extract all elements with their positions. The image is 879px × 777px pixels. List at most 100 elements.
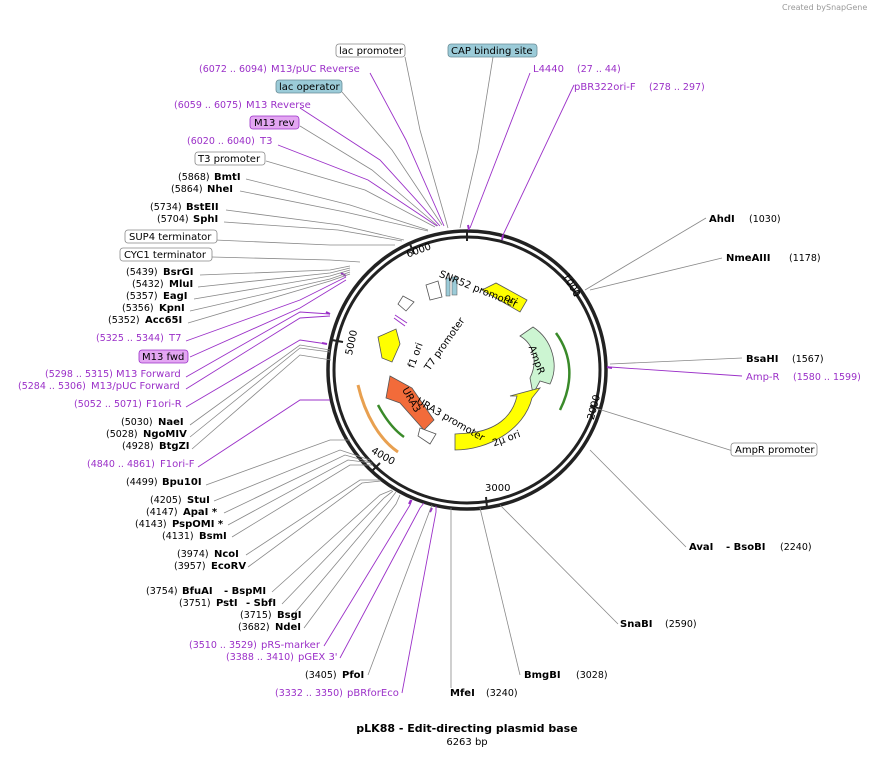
primer-t3-range: (6020 .. 6040) xyxy=(187,136,255,147)
primer-pgex3-name: pGEX 3' xyxy=(298,652,338,663)
primer-t7-range: (5325 .. 5344) xyxy=(96,333,164,344)
site-bfuai-pos: (3754) xyxy=(146,586,178,597)
site-apai-name: ApaI * xyxy=(183,507,218,518)
site-btgzi-name: BtgZI xyxy=(159,441,190,452)
ori-arrow xyxy=(481,282,528,313)
credit-created-by: Created by xyxy=(782,3,826,12)
primer-pbr322ori-f-name: pBR322ori-F xyxy=(574,82,636,93)
leader-lines xyxy=(185,56,743,694)
cap-site-label: CAP binding site xyxy=(451,46,533,57)
site-sbfi-name: - SbfI xyxy=(246,598,276,609)
site-ncoi-pos: (3974) xyxy=(177,549,209,560)
site-bspmi-name: - BspMI xyxy=(224,586,266,597)
tick-marks xyxy=(331,231,602,509)
site-bsrgi-name: BsrGI xyxy=(163,267,193,278)
m13-fwd-box xyxy=(138,349,189,364)
credit-brand: SnapGene xyxy=(826,3,867,12)
site-bfuai-name: BfuAI xyxy=(182,586,213,597)
site-eagi-pos: (5357) xyxy=(126,291,158,302)
site-pfoi-pos: (3405) xyxy=(305,670,337,681)
primer-f1ori-f-range: (4840 .. 4861) xyxy=(87,459,155,470)
site-pspomi-pos: (4143) xyxy=(135,519,167,530)
site-ahdi-name: AhdI xyxy=(709,214,735,225)
map-subtitle: 6263 bp xyxy=(446,737,487,748)
f1-ori-arrow xyxy=(377,328,401,363)
primer-m13-reverse-range: (6059 .. 6075) xyxy=(174,100,242,111)
t3-promoter-label: T3 promoter xyxy=(197,154,261,165)
t7-promoter-arrow xyxy=(397,295,415,312)
site-acc65i-pos: (5352) xyxy=(108,315,140,326)
lac-operator-label: lac operator xyxy=(279,82,340,93)
site-ndei-name: NdeI xyxy=(275,622,301,633)
m13-rev-label: M13 rev xyxy=(254,118,295,129)
primer-l4440-range: (27 .. 44) xyxy=(577,64,621,75)
site-bsobi-name: - BsoBI xyxy=(726,542,765,553)
cyc1-label: CYC1 terminator xyxy=(124,250,207,261)
site-ecorv-pos: (3957) xyxy=(174,561,206,572)
primer-t3-name: T3 xyxy=(259,136,272,147)
primer-l4440-name: L4440 xyxy=(533,64,564,75)
site-ncoi-name: NcoI xyxy=(214,549,239,560)
site-bsahi-pos: (1567) xyxy=(792,354,824,365)
site-sphi-pos: (5704) xyxy=(157,214,189,225)
primer-m13puc-fwd-range: (5284 .. 5306) xyxy=(18,381,86,392)
ampr-promoter-box xyxy=(730,442,818,457)
site-mfei-name: MfeI xyxy=(450,688,475,699)
site-naei-name: NaeI xyxy=(158,417,184,428)
m13-rev-box xyxy=(249,115,300,130)
site-bsteii-pos: (5734) xyxy=(150,202,182,213)
site-ecorv-name: EcoRV xyxy=(211,561,246,572)
t3-promoter-box xyxy=(194,151,266,166)
site-apai-pos: (4147) xyxy=(146,507,178,518)
site-bsgi-pos: (3715) xyxy=(240,610,272,621)
site-nmeaiii-pos: (1178) xyxy=(789,253,821,264)
ura3-promoter-arrow xyxy=(417,427,437,445)
primer-pbrforeco-name: pBRforEco xyxy=(347,688,399,699)
cap-site-box xyxy=(447,43,538,58)
primer-amp-r-range: (1580 .. 1599) xyxy=(793,372,861,383)
site-kpni-pos: (5356) xyxy=(122,303,154,314)
site-nmeaiii-name: NmeAIII xyxy=(726,253,770,264)
m13-fwd-mark xyxy=(394,314,408,324)
site-bmti-pos: (5868) xyxy=(178,172,210,183)
t7-promoter-label: T7 promoter xyxy=(422,315,468,374)
cap-site-mark xyxy=(451,276,458,296)
primer-m13puc-fwd-name: M13/pUC Forward xyxy=(91,381,180,392)
site-snabi-name: SnaBI xyxy=(620,619,652,630)
site-eagi-name: EagI xyxy=(163,291,187,302)
cyc1-box xyxy=(119,247,213,262)
lac-promoter-box xyxy=(335,43,406,58)
site-stui-name: StuI xyxy=(187,495,210,506)
primer-m13puc-rev-name: M13/pUC Reverse xyxy=(271,64,360,75)
site-nhei-pos: (5864) xyxy=(171,184,203,195)
primer-pgex3-range: (3388 .. 3410) xyxy=(226,652,294,663)
primer-m13-reverse-name: M13 Reverse xyxy=(246,100,311,111)
primer-f1ori-r-name: F1ori-R xyxy=(146,399,182,410)
primer-m13-forward-name: M13 Forward xyxy=(116,369,181,380)
site-sphi-name: SphI xyxy=(193,214,218,225)
ampr-strand-arrow xyxy=(554,332,571,411)
primer-prs-marker-name: pRS-marker xyxy=(261,640,321,651)
ampr-arrow xyxy=(519,326,555,396)
site-bsrgi-pos: (5439) xyxy=(126,267,158,278)
backbone-outer-ring xyxy=(326,229,608,511)
site-mlui-pos: (5432) xyxy=(132,279,164,290)
site-bpu10i-name: Bpu10I xyxy=(162,477,202,488)
site-ndei-pos: (3682) xyxy=(238,622,270,633)
site-mlui-name: MluI xyxy=(169,279,193,290)
site-pfoi-name: PfoI xyxy=(342,670,364,681)
site-kpni-name: KpnI xyxy=(159,303,185,314)
tick-label-3000: 3000 xyxy=(485,483,510,494)
primer-pbr322ori-f-range: (278 .. 297) xyxy=(649,82,705,93)
site-bsahi-name: BsaHI xyxy=(746,354,778,365)
site-acc65i-name: Acc65I xyxy=(145,315,182,326)
site-avai-name: AvaI xyxy=(689,542,713,553)
site-btgzi-pos: (4928) xyxy=(122,441,154,452)
site-bpu10i-pos: (4499) xyxy=(126,477,158,488)
sup4-box xyxy=(124,229,218,244)
tick-label-5000: 5000 xyxy=(344,329,360,356)
site-bmti-name: BmtI xyxy=(214,172,241,183)
site-bsteii-name: BstEII xyxy=(186,202,219,213)
map-title: pLK88 - Edit-directing plasmid base xyxy=(356,722,577,735)
primer-t7-name: T7 xyxy=(168,333,181,344)
